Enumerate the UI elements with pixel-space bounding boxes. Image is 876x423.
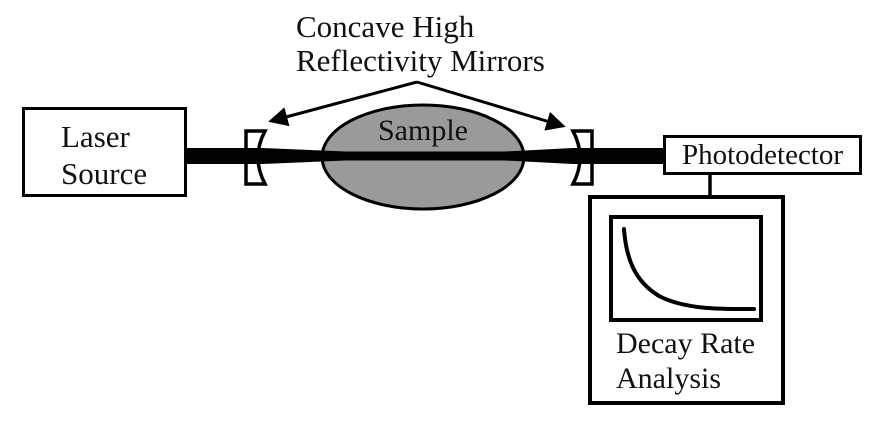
exponential-decay-curve-icon bbox=[622, 227, 756, 312]
photodetector-box: Photodetector bbox=[663, 135, 862, 175]
mirrors-label-line1: Concave High bbox=[296, 9, 475, 44]
decay-graph-box bbox=[609, 215, 763, 322]
laser-source-box: Laser Source bbox=[22, 107, 187, 197]
laser-beam-icon bbox=[187, 148, 664, 164]
decay-label-line1: Decay Rate bbox=[616, 327, 756, 360]
arrow-to-right-mirror-icon bbox=[416, 80, 566, 131]
decay-rate-analysis-label: Decay Rate Analysis bbox=[616, 326, 755, 396]
laser-source-label-line2: Source bbox=[61, 156, 148, 191]
photodetector-label: Photodetector bbox=[681, 138, 844, 171]
mirrors-label: Concave High Reflectivity Mirrors bbox=[296, 10, 545, 78]
arrow-to-left-mirror-icon bbox=[268, 80, 418, 127]
mirrors-label-line2: Reflectivity Mirrors bbox=[296, 43, 545, 78]
sample-label: Sample bbox=[378, 114, 468, 147]
laser-source-label-line1: Laser bbox=[61, 119, 130, 154]
decay-label-line2: Analysis bbox=[616, 362, 721, 395]
